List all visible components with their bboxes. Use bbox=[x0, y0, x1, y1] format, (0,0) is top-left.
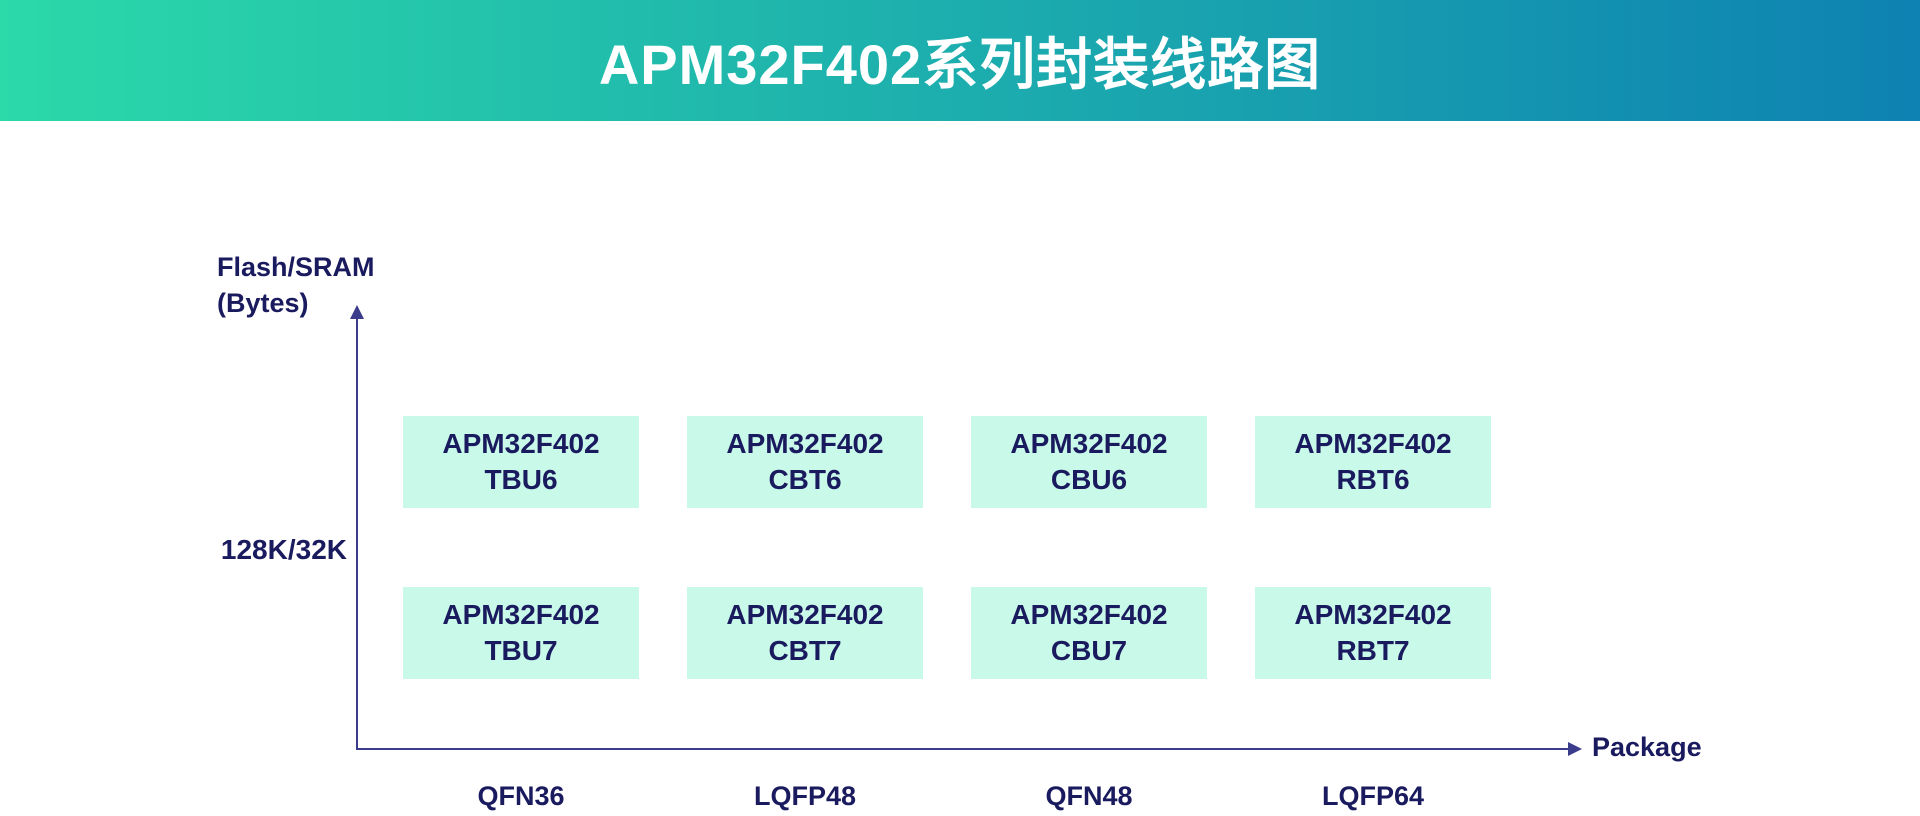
y-axis-tick-label: 128K/32K bbox=[220, 534, 347, 565]
header-banner: APM32F402系列封装线路图 bbox=[0, 0, 1920, 121]
chip-name-line2: TBU6 bbox=[484, 464, 558, 495]
y-axis-line bbox=[356, 316, 358, 750]
x-axis-arrow-right-icon bbox=[1568, 742, 1582, 756]
chip-box-apm32f402cbu6: APM32F402 CBU6 bbox=[971, 416, 1207, 508]
x-tick-lqfp64: LQFP64 bbox=[1321, 781, 1425, 811]
chip-name-line1: APM32F402 bbox=[726, 599, 884, 630]
chip-name-line1: APM32F402 bbox=[1294, 599, 1452, 630]
x-tick-qfn48: QFN48 bbox=[1045, 781, 1133, 811]
chip-name-line2: CBU6 bbox=[1050, 464, 1128, 495]
y-axis-label-line2: (Bytes) bbox=[217, 288, 309, 318]
chip-name-line2: RBT7 bbox=[1336, 635, 1410, 666]
chip-box-apm32f402rbt6: APM32F402 RBT6 bbox=[1255, 416, 1491, 508]
chip-name-line2: RBT6 bbox=[1336, 464, 1410, 495]
x-tick-lqfp48: LQFP48 bbox=[753, 781, 857, 811]
chip-name-line1: APM32F402 bbox=[442, 599, 600, 630]
chip-box-apm32f402cbt6: APM32F402 CBT6 bbox=[687, 416, 923, 508]
chip-name-line1: APM32F402 bbox=[1010, 428, 1168, 459]
chip-name-line1: APM32F402 bbox=[442, 428, 600, 459]
chip-box-apm32f402tbu7: APM32F402 TBU7 bbox=[403, 587, 639, 679]
chip-name-line1: APM32F402 bbox=[1294, 428, 1452, 459]
chip-name-line1: APM32F402 bbox=[726, 428, 884, 459]
chip-box-apm32f402rbt7: APM32F402 RBT7 bbox=[1255, 587, 1491, 679]
chip-name-line2: TBU7 bbox=[484, 635, 558, 666]
x-axis-line bbox=[356, 748, 1570, 750]
diagram-canvas: Flash/SRAM (Bytes) 128K/32K Package APM3… bbox=[0, 121, 1920, 816]
chip-box-apm32f402cbu7: APM32F402 CBU7 bbox=[971, 587, 1207, 679]
chip-name-line2: CBT6 bbox=[768, 464, 842, 495]
chip-name-line2: CBT7 bbox=[768, 635, 842, 666]
chip-box-apm32f402cbt7: APM32F402 CBT7 bbox=[687, 587, 923, 679]
x-tick-qfn36: QFN36 bbox=[477, 781, 565, 811]
y-axis-arrow-up-icon bbox=[350, 305, 364, 319]
y-axis-label: Flash/SRAM (Bytes) bbox=[217, 249, 375, 321]
chip-box-apm32f402tbu6: APM32F402 TBU6 bbox=[403, 416, 639, 508]
x-axis-label: Package bbox=[1592, 732, 1702, 762]
chip-name-line1: APM32F402 bbox=[1010, 599, 1168, 630]
page-title: APM32F402系列封装线路图 bbox=[598, 33, 1322, 96]
y-axis-label-line1: Flash/SRAM bbox=[217, 252, 375, 282]
chip-name-line2: CBU7 bbox=[1050, 635, 1128, 666]
